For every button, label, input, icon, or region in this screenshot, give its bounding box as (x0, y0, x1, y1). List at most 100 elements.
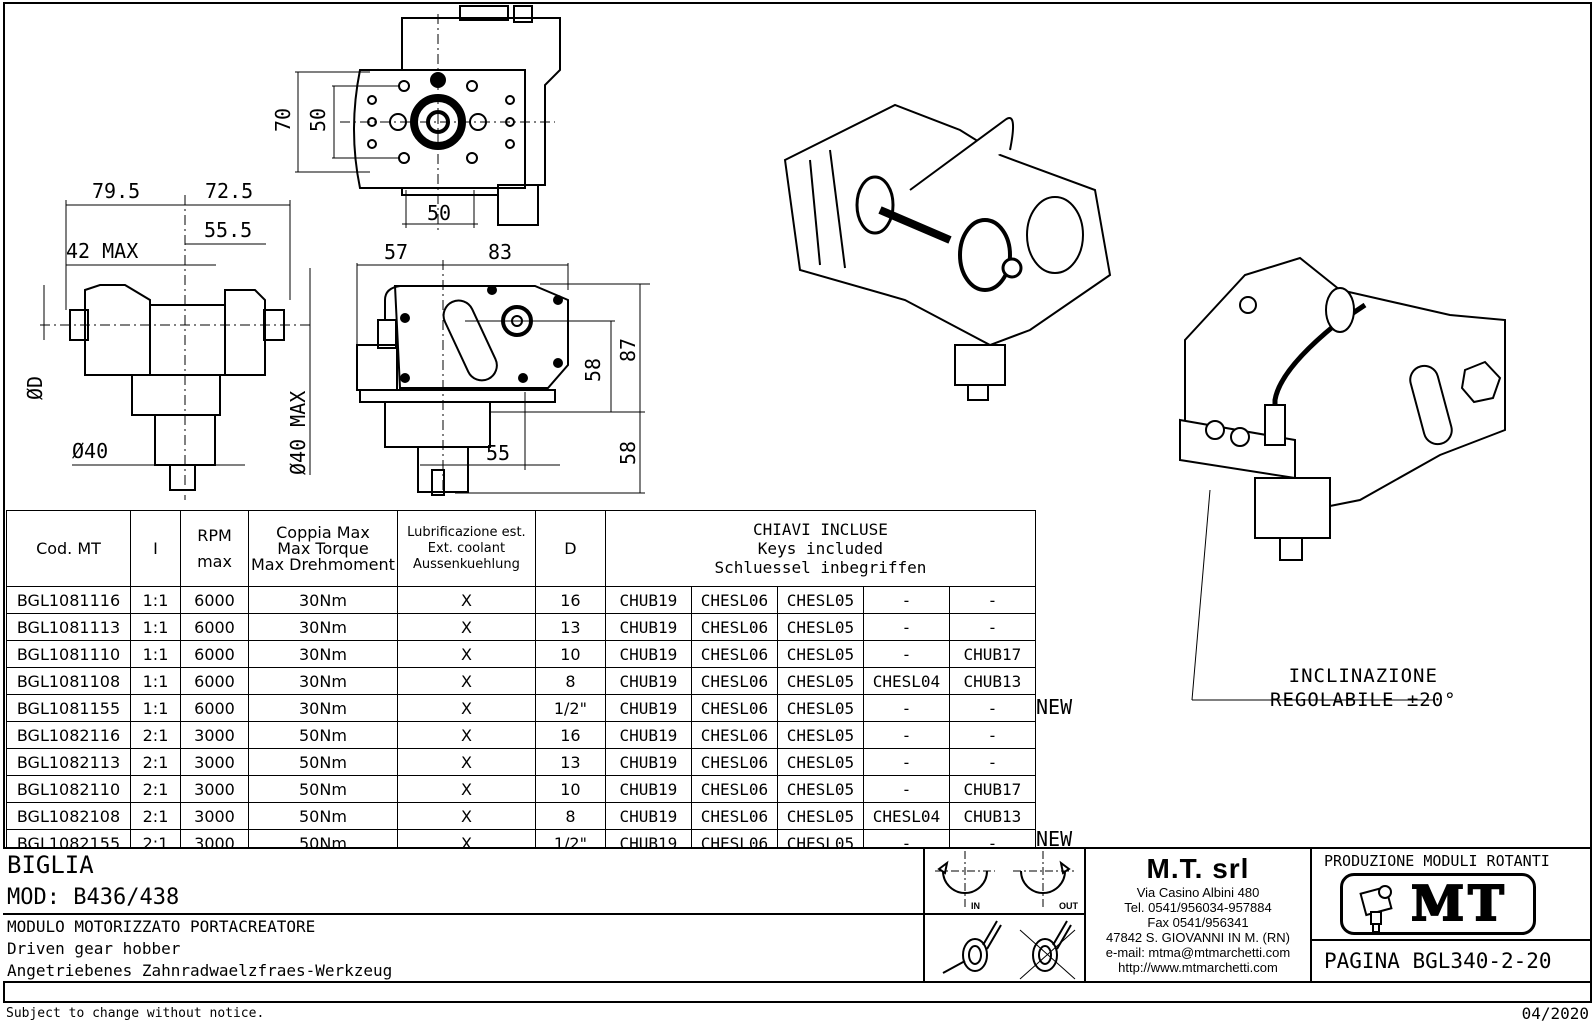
table-header-row: Cod. MT I RPM max Coppia Max Max Torque … (6, 510, 1036, 587)
cell-rpm: 3000 (180, 802, 249, 830)
top-view (295, 5, 561, 230)
dim-50-horizontal: 50 (427, 201, 451, 225)
cell-key-4: - (862, 775, 950, 803)
cell-rpm: 6000 (180, 640, 249, 668)
machine-name: BIGLIA (7, 851, 94, 879)
cell-key-5: CHUB13 (948, 667, 1036, 695)
cell-code: BGL1081155 (6, 694, 131, 722)
cell-ratio: 2:1 (130, 775, 181, 803)
cell-d: 8 (534, 802, 606, 830)
cell-key-3: CHESL05 (776, 775, 864, 803)
model-number: MOD: B436/438 (7, 885, 180, 910)
company-website[interactable]: http://www.mtmarchetti.com (1118, 960, 1278, 975)
cell-key-5: - (948, 694, 1036, 722)
cell-torque: 30Nm (248, 586, 398, 614)
spec-table: Cod. MT I RPM max Coppia Max Max Torque … (6, 510, 1036, 857)
cell-key-4: CHESL04 (862, 667, 950, 695)
cell-code: BGL1082110 (6, 775, 131, 803)
company-info: M.T. srl Via Casino Albini 480 Tel. 0541… (1086, 849, 1310, 975)
cell-key-4: - (862, 613, 950, 641)
header-lub-line2: Ext. coolant (427, 540, 506, 556)
cell-key-2: CHESL06 (690, 694, 778, 722)
cell-key-1: CHUB19 (604, 775, 692, 803)
cell-key-3: CHESL05 (776, 748, 864, 776)
cell-key-5: CHUB13 (948, 802, 1036, 830)
cell-key-5: - (948, 613, 1036, 641)
cell-torque: 50Nm (248, 775, 398, 803)
rotation-out-label: OUT (1059, 901, 1079, 911)
cell-key-4: - (862, 748, 950, 776)
header-torque-line3: Max Drehmoment (251, 554, 395, 574)
note-line-1: INCLINAZIONE (1288, 665, 1438, 687)
logo-module-icon (1359, 885, 1393, 933)
cell-lubrication: X (396, 802, 536, 830)
cell-key-3: CHESL05 (776, 586, 864, 614)
cell-key-3: CHESL05 (776, 694, 864, 722)
header-ratio: I (130, 510, 181, 587)
new-badge: NEW (1036, 826, 1073, 851)
key-usage-box (923, 913, 1086, 983)
dim-72-5: 72.5 (205, 179, 253, 203)
cell-d: 8 (534, 667, 606, 695)
isometric-view-front (783, 103, 1112, 401)
cell-key-2: CHESL06 (690, 613, 778, 641)
cell-key-3: CHESL05 (776, 613, 864, 641)
header-keys: CHIAVI INCLUSE Keys included Schluessel … (604, 510, 1036, 587)
rotation-in-label: IN (971, 901, 980, 911)
cell-key-3: CHESL05 (776, 802, 864, 830)
cell-code: BGL1081110 (6, 640, 131, 668)
cell-key-4: - (862, 640, 950, 668)
cell-key-2: CHESL06 (690, 775, 778, 803)
cell-key-5: CHUB17 (948, 640, 1036, 668)
dim-58-upper: 58 (581, 358, 605, 382)
rotation-direction-icon: IN OUT (935, 851, 1079, 911)
cell-torque: 50Nm (248, 802, 398, 830)
dim-diameter-40: Ø40 (72, 439, 108, 463)
cell-ratio: 2:1 (130, 748, 181, 776)
cell-rpm: 3000 (180, 721, 249, 749)
drawing-frame (3, 2, 1592, 1003)
description-german: Angetriebenes Zahnradwaelzfraes-Werkzeug (7, 961, 393, 980)
cell-key-3: CHESL05 (776, 721, 864, 749)
header-rpm: RPM max (180, 510, 249, 587)
production-label: PRODUZIONE MODULI ROTANTI (1324, 852, 1550, 870)
cell-lubrication: X (396, 586, 536, 614)
isometric-view-rear (1179, 256, 1506, 701)
dim-70: 70 (271, 108, 295, 132)
cell-d: 13 (534, 613, 606, 641)
cell-code: BGL1081113 (6, 613, 131, 641)
page-box: PAGINA BGL340-2-20 (1310, 939, 1592, 983)
side-view (356, 260, 650, 500)
cell-lubrication: X (396, 721, 536, 749)
disclaimer: Subject to change without notice. (6, 1006, 265, 1021)
cell-key-5: CHUB17 (948, 775, 1036, 803)
new-badge: NEW (1036, 694, 1073, 719)
header-d: D (534, 510, 606, 587)
company-box: M.T. srl Via Casino Albini 480 Tel. 0541… (1084, 847, 1312, 983)
cell-key-4: - (862, 694, 950, 722)
cell-code: BGL1081116 (6, 586, 131, 614)
header-rpm-line1: RPM (197, 525, 232, 545)
cell-rpm: 6000 (180, 586, 249, 614)
header-torque-line2: Max Torque (277, 538, 369, 558)
header-rpm-line2: max (197, 551, 232, 571)
cell-lubrication: X (396, 667, 536, 695)
cell-code: BGL1082116 (6, 721, 131, 749)
cell-key-1: CHUB19 (604, 586, 692, 614)
company-email[interactable]: e-mail: mtma@mtmarchetti.com (1105, 945, 1291, 960)
cell-key-1: CHUB19 (604, 721, 692, 749)
mt-logo: MT (1340, 873, 1536, 935)
rotation-box: IN OUT (923, 847, 1086, 915)
cell-key-5: - (948, 586, 1036, 614)
header-lubrication: Lubrificazione est. Ext. coolant Aussenk… (396, 510, 536, 587)
cell-lubrication: X (396, 613, 536, 641)
cell-key-1: CHUB19 (604, 694, 692, 722)
dim-79-5: 79.5 (92, 179, 140, 203)
cell-ratio: 1:1 (130, 667, 181, 695)
